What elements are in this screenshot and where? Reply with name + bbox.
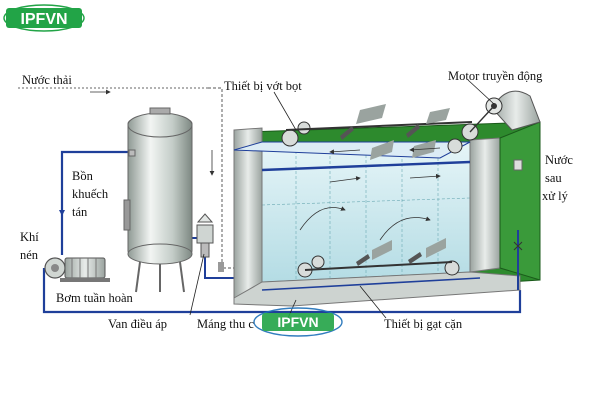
- label-nuoc-sau-1: Nước: [545, 153, 573, 167]
- label-nuoc-sau-2: sau: [545, 171, 562, 185]
- label-nuoc-thai: Nước thải: [22, 73, 72, 87]
- label-thiet-bi-vot-bot: Thiết bị vớt bọt: [224, 79, 302, 93]
- flow-arrows: [299, 147, 441, 241]
- logo-text: IPFVN: [20, 11, 67, 28]
- label-khi-2: nén: [20, 248, 39, 262]
- label-khi-1: Khí: [20, 230, 39, 244]
- label-nuoc-sau-3: xử lý: [542, 189, 569, 203]
- inlet-pipe: [18, 87, 236, 272]
- label-motor: Motor truyền động: [448, 69, 543, 83]
- label-mang-thu: Máng thu c: [197, 317, 254, 331]
- label-bom-tuan-hoan: Bơm tuần hoàn: [56, 291, 133, 305]
- valve-icon: [196, 213, 214, 258]
- watermark-logo: IPFVN: [253, 307, 343, 337]
- flotation-tank: [233, 104, 541, 307]
- motor-icon: [469, 90, 541, 133]
- label-bon-2: khuếch: [72, 187, 109, 201]
- label-thiet-bi-gat-can: Thiết bị gạt cặn: [384, 317, 463, 331]
- pump-icon: [44, 257, 110, 282]
- diffusion-tank: [123, 107, 193, 293]
- sludge-scraper: [297, 238, 460, 278]
- watermark-text: IPFVN: [277, 314, 318, 330]
- label-van-dieu-ap: Van điều áp: [108, 317, 167, 331]
- logo-mark: IPFVN: [3, 4, 85, 32]
- label-bon-1: Bồn: [72, 169, 94, 183]
- label-bon-3: tán: [72, 205, 88, 219]
